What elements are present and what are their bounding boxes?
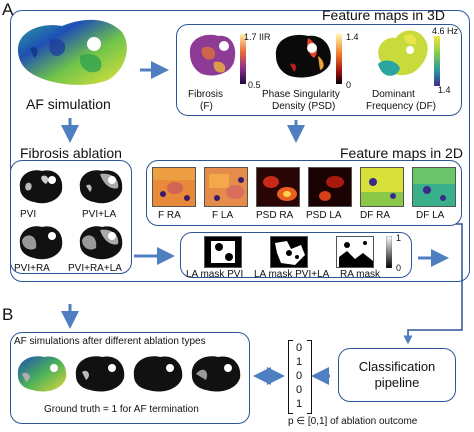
df-label-2: Frequency (DF) [366,101,437,112]
mask-label-ra: RA mask [340,269,381,280]
df-3d-map [378,30,428,76]
sim-heart-black-2 [133,356,183,392]
ground-truth-caption: Ground truth = 1 for AF termination [44,404,199,415]
ablation-label-pvi: PVI [20,209,37,220]
map-label-df-la: DF LA [416,210,445,221]
psd-3d-map [275,34,331,78]
ablation-heart-pvi [19,170,63,204]
classifier-box: Classification pipeline [338,348,456,402]
fibrosis-label-1: Fibrosis [188,89,224,100]
fibrosis-label-2: (F) [200,101,213,112]
feature3d-title: Feature maps in 3D [322,7,445,23]
df-label-1: Dominant [372,89,415,100]
probability-caption: p ∈ [0,1] of ablation outcome [288,416,418,427]
map-label-df-ra: DF RA [360,210,390,221]
vector-4: 1 [296,398,303,410]
mask-la-pvi-la [270,236,308,268]
ablation-label-pvi-la: PVI+LA [82,209,117,220]
mask-cbar-max: 1 [396,233,402,243]
vector-3: 0 [296,384,303,396]
mask-cbar-min: 0 [396,263,402,273]
mask-ra [336,236,374,268]
df-cbar-min: 1.4 [438,85,451,95]
ablation-label-pvi-ra: PVI+RA [14,263,50,274]
map-psd-la [308,167,352,207]
af-heart-3d [17,19,127,85]
masks-frame [180,232,412,278]
map-f-la [204,167,248,207]
sims-title: AF simulations after different ablation … [14,336,206,347]
mask-label-la-pvi-la: LA mask PVI+LA [254,269,330,280]
classifier-frame [338,348,456,402]
sims-frame [10,332,250,424]
mask-label-la-pvi: LA mask PVI [186,269,244,280]
panel-a-frame [10,10,470,282]
map-df-la [412,167,456,207]
map-label-psd-la: PSD LA [306,210,342,221]
psd-colorbar [336,34,342,84]
df-cbar-max: 4.6 Hz [432,26,459,36]
psd-cbar-max: 1.4 [346,32,359,42]
map-f-ra [152,167,196,207]
sim-heart-black-3 [191,356,241,392]
ablation-heart-pvi-la [79,170,123,204]
ablation-label-pvi-ra-la: PVI+RA+LA [68,263,122,274]
ablation-frame [10,160,132,274]
feature3d-frame [176,24,462,116]
vector-1: 1 [296,356,303,368]
heart-caption: AF simulation [26,96,111,112]
map-psd-ra [256,167,300,207]
map-label-f-ra: F RA [158,210,181,221]
vector-2: 0 [296,370,303,382]
panel-a-letter: A [2,0,14,19]
classifier-label: Classification pipeline [358,358,436,390]
fibrosis-cbar-max: 1.7 IIR [244,32,271,42]
fibrosis-colorbar [240,34,246,84]
panel-b-letter: B [2,305,14,324]
fibrosis-3d-map [189,34,236,76]
feature2d-frame [146,160,462,226]
mask-la-pvi [204,236,242,268]
feature2d-title: Feature maps in 2D [340,145,463,161]
fibrosis-cbar-min: 0.5 [248,80,261,90]
df-colorbar [434,36,440,86]
ablation-heart-pvi-ra [19,226,63,260]
sim-heart-colored [17,356,67,392]
sim-heart-black-1 [75,356,125,392]
psd-cbar-min: 0 [346,80,352,90]
psd-label-2: Density (PSD) [272,101,336,112]
psd-label-1: Phase Singularity [262,89,340,100]
map-label-psd-ra: PSD RA [256,210,294,221]
ablation-heart-pvi-ra-la [79,226,123,260]
map-df-ra [360,167,404,207]
mask-colorbar [386,236,392,268]
vector-0: 0 [296,342,303,354]
map-label-f-la: F LA [212,210,234,221]
ablation-title: Fibrosis ablation [20,145,122,161]
